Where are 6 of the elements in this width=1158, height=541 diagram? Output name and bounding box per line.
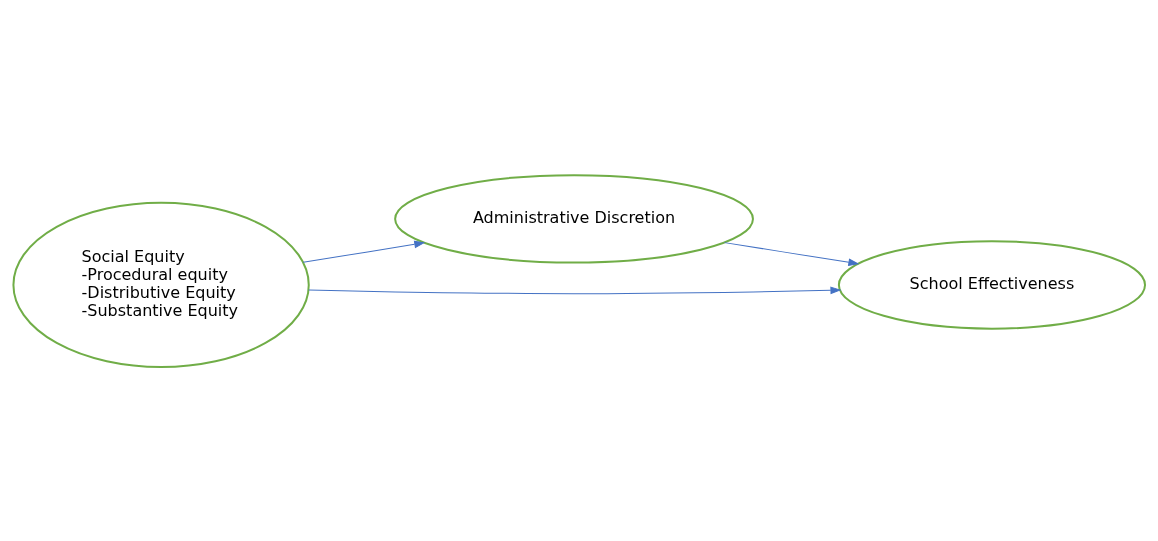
node-ellipse: Administrative Discretion [394,173,754,264]
arrow [302,240,425,263]
arrow [724,241,859,266]
arrow [308,286,841,294]
node-ellipse: School Effectiveness [837,239,1146,330]
node-ellipse: Social Equity -Procedural equity -Distributive Equity -Substantive Equity [12,201,310,368]
